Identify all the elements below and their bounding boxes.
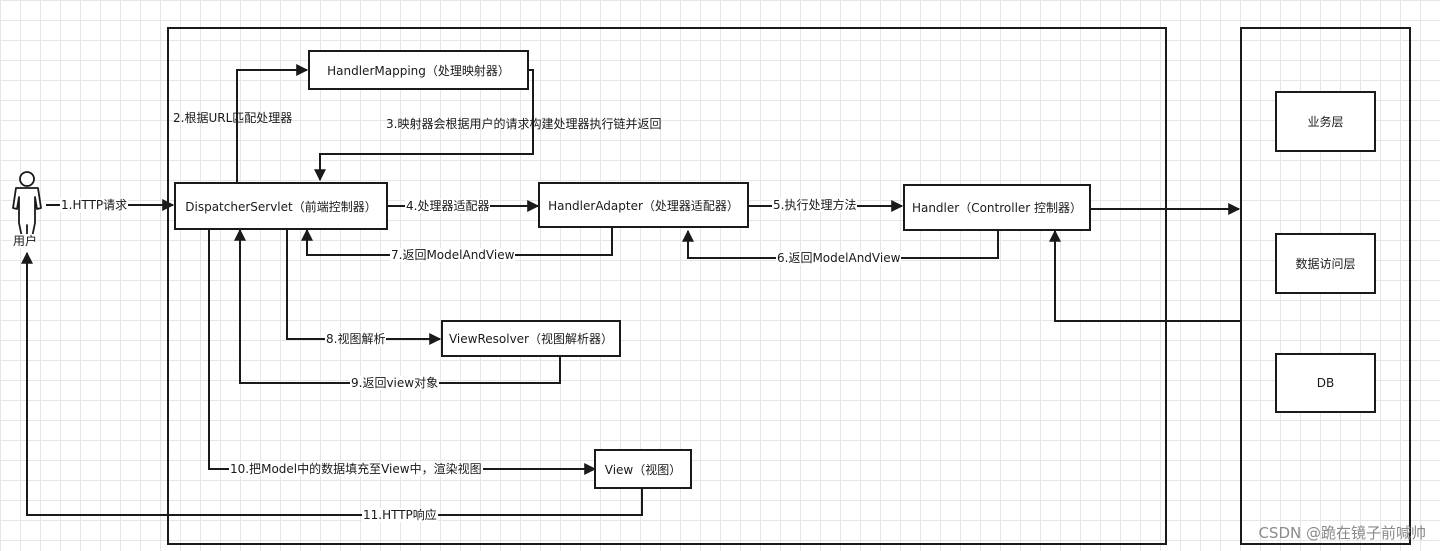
- view-resolver-label: ViewResolver（视图解析器）: [448, 332, 613, 346]
- handler-adapter-box[interactable]: HandlerAdapter（处理器适配器）: [538, 182, 749, 228]
- edge-4-label: 4.处理器适配器: [405, 199, 491, 213]
- csdn-watermark: CSDN @跪在镜子前喊帅: [1258, 524, 1426, 542]
- backend-container: [1240, 27, 1411, 545]
- edge-2-label: 2.根据URL匹配处理器: [173, 111, 293, 125]
- handler-box[interactable]: Handler（Controller 控制器）: [903, 184, 1091, 231]
- handler-adapter-label: HandlerAdapter（处理器适配器）: [548, 198, 739, 213]
- user-label: 用户: [13, 234, 38, 248]
- edge-3-label: 3.映射器会根据用户的请求构建处理器执行链并返回: [386, 117, 662, 131]
- edge-1-label: 1.HTTP请求: [60, 198, 129, 212]
- dispatcher-servlet-box[interactable]: DispatcherServlet（前端控制器）: [174, 182, 388, 230]
- view-label: View（视图）: [604, 462, 682, 477]
- edge-9-label: 9.返回view对象: [350, 376, 440, 390]
- handler-label: Handler（Controller 控制器）: [911, 201, 1083, 215]
- edge-5-label: 5.执行处理方法: [772, 198, 858, 212]
- handler-mapping-box[interactable]: HandlerMapping（处理映射器）: [308, 50, 529, 90]
- service-layer-box[interactable]: 业务层: [1275, 91, 1376, 152]
- db-label: DB: [1316, 376, 1335, 390]
- view-resolver-box[interactable]: ViewResolver（视图解析器）: [441, 320, 621, 357]
- service-layer-label: 业务层: [1307, 115, 1344, 129]
- edge-7-label: 7.返回ModelAndView: [390, 248, 516, 262]
- dao-layer-box[interactable]: 数据访问层: [1275, 233, 1376, 294]
- dao-layer-label: 数据访问层: [1295, 257, 1356, 271]
- edge-11-label: 11.HTTP响应: [362, 508, 438, 522]
- dispatcher-servlet-label: DispatcherServlet（前端控制器）: [185, 199, 377, 214]
- edge-10-label: 10.把Model中的数据填充至View中，渲染视图: [229, 462, 483, 476]
- handler-mapping-label: HandlerMapping（处理映射器）: [327, 63, 510, 78]
- view-box[interactable]: View（视图）: [594, 449, 692, 489]
- edge-8-label: 8.视图解析: [325, 332, 387, 346]
- edge-6-label: 6.返回ModelAndView: [776, 251, 902, 265]
- db-box[interactable]: DB: [1275, 353, 1376, 413]
